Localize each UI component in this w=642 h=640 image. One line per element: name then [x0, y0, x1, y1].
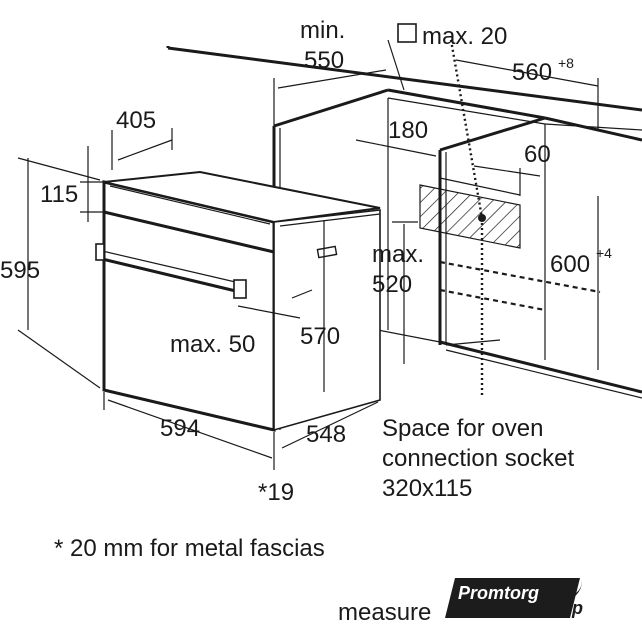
socket-note-line3: 320x115 — [382, 475, 472, 502]
label-60: 60 — [524, 141, 551, 168]
cabinet-outline — [166, 46, 642, 430]
label-560: 560 — [512, 59, 552, 86]
label-594: 594 — [160, 415, 200, 442]
square-symbol — [397, 23, 417, 43]
label-19-note: *19 — [258, 479, 294, 506]
watermark-suffix: shop — [540, 598, 583, 618]
label-548: 548 — [306, 421, 346, 448]
label-115: 115 — [40, 181, 78, 208]
label-max-520-prefix: max. — [372, 241, 424, 268]
label-570: 570 — [300, 323, 340, 350]
label-180: 180 — [388, 117, 428, 144]
label-595: 595 — [0, 257, 40, 284]
label-560-tolerance: +8 — [558, 55, 574, 71]
watermark-swoosh-icon — [550, 578, 582, 601]
dimension-lines — [17, 39, 599, 470]
watermark-brand: Promtorg — [458, 583, 539, 603]
oven-body — [95, 170, 381, 432]
socket-note-line2: connection socket — [382, 445, 574, 472]
caption-measure: measure — [338, 599, 431, 626]
footnote: * 20 mm for metal fascias — [54, 535, 325, 562]
label-405: 405 — [116, 107, 156, 134]
label-min-550: 550 — [304, 47, 344, 74]
label-600: 600 — [550, 251, 590, 278]
socket-space — [419, 177, 521, 249]
label-min: min. — [300, 17, 345, 44]
label-max-20: max. 20 — [422, 23, 507, 50]
socket-note-line1: Space for oven — [382, 415, 543, 442]
socket-centerline — [449, 39, 484, 398]
recess-dashed-lines — [439, 260, 601, 312]
label-max-520-value: 520 — [372, 271, 412, 298]
label-600-tolerance: +4 — [596, 245, 612, 261]
label-max-50: max. 50 — [170, 331, 255, 358]
